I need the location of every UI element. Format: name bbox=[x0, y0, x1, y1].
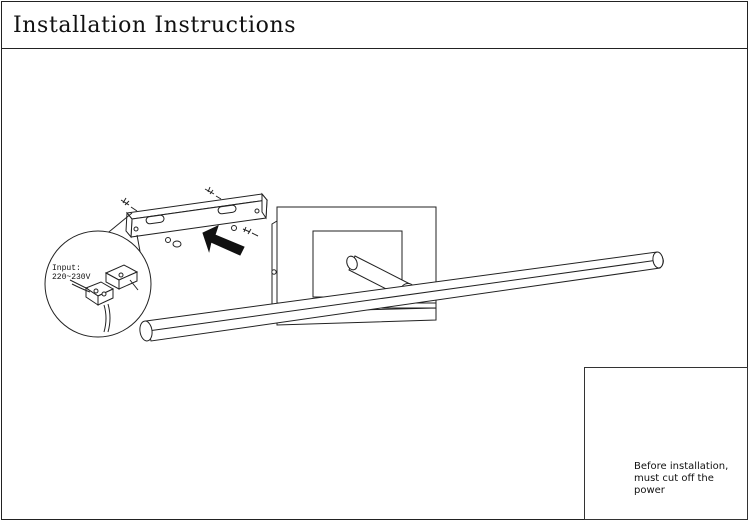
voltage-label: 220~230V bbox=[52, 273, 91, 282]
wall-plug-icon bbox=[165, 225, 237, 248]
header: Installation Instructions bbox=[1, 1, 748, 49]
arrow-icon bbox=[202, 225, 245, 256]
connector-detail: Input: 220~230V bbox=[44, 212, 152, 338]
mounting-bracket bbox=[125, 192, 268, 239]
warning-box bbox=[584, 367, 748, 520]
page-title: Installation Instructions bbox=[13, 13, 297, 38]
warning-text: Before installation, must cut off the po… bbox=[634, 461, 729, 496]
input-label: Input: bbox=[52, 264, 81, 273]
light-bar bbox=[139, 251, 664, 342]
screw-icon bbox=[120, 186, 259, 237]
terminal-block-icon bbox=[69, 264, 139, 333]
